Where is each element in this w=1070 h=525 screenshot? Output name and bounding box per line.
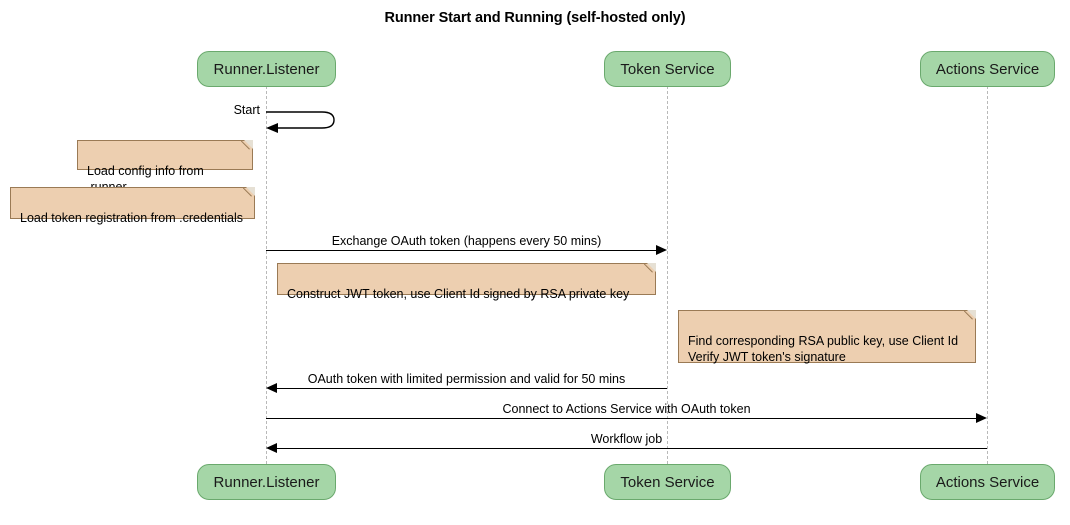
arrow-head-left-workflow-job (266, 443, 277, 453)
note-fold-edge-icon (644, 263, 656, 275)
note-text: Load token registration from .credential… (20, 211, 244, 225)
message-label-start: Start (233, 103, 260, 117)
lifeline-runner (266, 86, 267, 464)
note-text: Load config info from .runner (87, 164, 204, 194)
note-load-token-registration: Load token registration from .credential… (10, 187, 255, 225)
message-label-connect-actions: Connect to Actions Service with OAuth to… (502, 402, 751, 416)
participant-runner-bottom[interactable]: Runner.Listener (197, 464, 336, 500)
message-line-oauth-token-limited[interactable] (277, 388, 667, 389)
note-fold-edge-icon (964, 310, 976, 322)
arrow-head-left-oauth-token (266, 383, 277, 393)
message-line-connect-actions[interactable] (266, 418, 976, 419)
note-verify-jwt: Find corresponding RSA public key, use C… (678, 310, 976, 364)
note-fold-edge-icon (241, 140, 253, 152)
arrow-head-right-connect (976, 413, 987, 423)
message-line-exchange-oauth-token[interactable] (266, 250, 656, 251)
participant-actions-top[interactable]: Actions Service (920, 51, 1055, 87)
arrow-head-right-exchange (656, 245, 667, 255)
participant-runner-top[interactable]: Runner.Listener (197, 51, 336, 87)
participant-actions-bottom[interactable]: Actions Service (920, 464, 1055, 500)
participant-token-bottom[interactable]: Token Service (604, 464, 731, 500)
note-text: Find corresponding RSA public key, use C… (688, 334, 959, 364)
page-title: Runner Start and Running (self-hosted on… (384, 10, 686, 26)
message-label-workflow-job: Workflow job (590, 432, 663, 446)
note-construct-jwt: Construct JWT token, use Client Id signe… (277, 263, 656, 301)
participant-token-top[interactable]: Token Service (604, 51, 731, 87)
lifeline-token (667, 86, 668, 464)
message-label-exchange-oauth-token: Exchange OAuth token (happens every 50 m… (331, 234, 602, 248)
message-label-oauth-token-limited: OAuth token with limited permission and … (307, 372, 626, 386)
note-text: Construct JWT token, use Client Id signe… (287, 287, 630, 301)
message-line-workflow-job[interactable] (277, 448, 987, 449)
note-load-config: Load config info from .runner (77, 140, 253, 194)
lifeline-actions (987, 86, 988, 464)
note-fold-edge-icon (243, 187, 255, 199)
self-loop-path (266, 111, 335, 133)
